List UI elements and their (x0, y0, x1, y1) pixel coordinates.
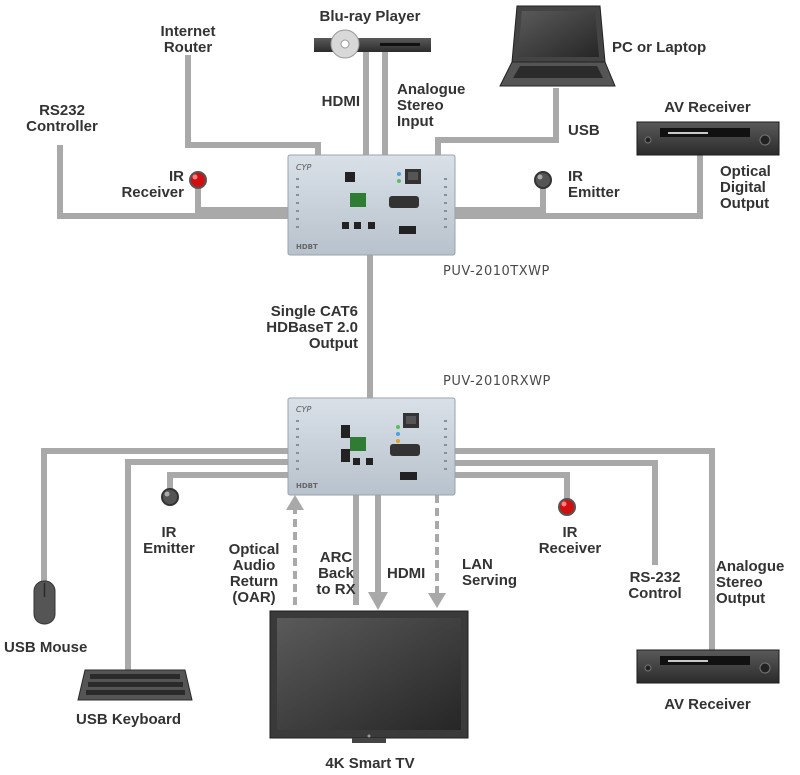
usb-mouse-label: USB Mouse (4, 639, 88, 656)
usb-keyboard-icon (77, 669, 193, 701)
keyboard-cable (125, 459, 288, 672)
tx-cables (57, 50, 703, 400)
rx-ir-receiver-label: IR Receiver (538, 524, 602, 557)
rs232-controller-cable (57, 145, 288, 219)
tx-hdmi-label: HDMI (321, 93, 360, 110)
rx-cables (41, 448, 715, 672)
pc-usb-cable (435, 88, 559, 158)
rs232-control-cable (455, 460, 658, 565)
tx-model-label: PUV-2010TXWP (443, 264, 550, 279)
rx-ir-emitter-label: IR Emitter (143, 524, 195, 557)
tx-brand-logo: CYP (296, 163, 311, 172)
dashed-arrows (293, 495, 439, 605)
rx-wallplate: CYP HDBT (287, 397, 456, 496)
bluray-label: Blu-ray Player (319, 8, 421, 25)
router-cable (185, 55, 321, 158)
tx-ir-receiver-cable (195, 182, 288, 213)
oar-label: Optical Audio Return (OAR) (228, 541, 280, 606)
oar-arrow-head (286, 495, 304, 510)
rx-hdmi-label: HDMI (387, 565, 426, 582)
rx-ir-receiver-icon (558, 498, 576, 516)
tx-ir-emitter-icon (534, 171, 552, 189)
tx-hdbt-logo: HDBT (296, 243, 318, 251)
av-receiver-bottom-label: AV Receiver (664, 696, 751, 713)
rs232-control-label: RS-232 Control (628, 569, 682, 602)
optical-output-label: Optical Digital Output (720, 163, 771, 212)
laptop-icon (499, 5, 616, 87)
tx-ir-receiver-icon (189, 171, 207, 189)
tx-ir-emitter-label: IR Emitter (568, 168, 620, 201)
analogue-input-label: Analogue Stereo Input (397, 81, 466, 130)
rs232-controller-label: RS232 Controller (26, 102, 98, 135)
link-label: Single CAT6 HDBaseT 2.0 Output (266, 303, 358, 352)
analogue-output-label: Analogue Stereo Output (716, 558, 785, 607)
lan-label: LAN Serving (462, 556, 518, 589)
router-label: Internet Router (160, 23, 216, 56)
lan-arrow-head (428, 593, 446, 608)
analogue-output-cable (455, 448, 715, 650)
tx-wallplate: CYP HDBT (287, 154, 456, 256)
usb-keyboard-label: USB Keyboard (76, 711, 182, 728)
usb-mouse-icon (33, 580, 56, 625)
arc-label: ARC Back to RX (316, 549, 356, 598)
av-receiver-top-icon (636, 121, 780, 156)
rx-ir-emitter-icon (161, 488, 179, 506)
av-receiver-bottom-icon (636, 649, 780, 684)
usb-label: USB (568, 122, 600, 139)
tx-ir-receiver-label: IR Receiver (121, 168, 184, 201)
tx-ir-emitter-cable (455, 182, 546, 213)
rx-ir-receiver-cable (455, 472, 570, 505)
tv-label: 4K Smart TV (325, 755, 415, 772)
av-receiver-top-label: AV Receiver (664, 99, 751, 116)
pc-label: PC or Laptop (612, 39, 707, 56)
hdmi-arrow (368, 592, 388, 610)
rx-ir-emitter-cable (167, 472, 288, 495)
av-receiver-optical-cable (455, 155, 703, 219)
rx-brand-logo: CYP (296, 405, 311, 414)
rx-model-label: PUV-2010RXWP (443, 374, 551, 389)
rx-hdbt-logo: HDBT (296, 482, 318, 490)
mouse-cable (41, 448, 288, 585)
tv-icon (269, 610, 469, 743)
bluray-player-icon (314, 29, 431, 59)
